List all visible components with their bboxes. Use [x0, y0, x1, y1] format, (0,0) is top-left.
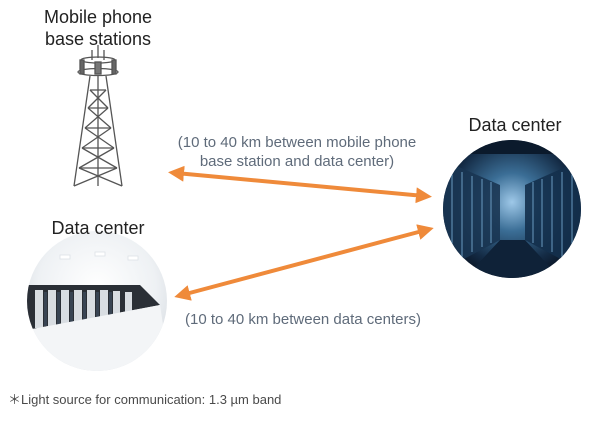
- distance-note-top-line2: base station and data center): [152, 152, 442, 171]
- data-center-right-label: Data center: [445, 114, 585, 136]
- base-station-label: Mobile phone base stations: [18, 6, 178, 50]
- base-station-label-line1: Mobile phone: [18, 6, 178, 28]
- server-room-dark-image: [443, 140, 581, 278]
- server-room-light-image: [27, 231, 170, 371]
- arrow-basestation-datacenter: [176, 173, 424, 196]
- distance-note-bottom: (10 to 40 km between data centers): [158, 310, 448, 329]
- cell-tower-icon: [74, 45, 122, 186]
- base-station-label-line2: base stations: [18, 28, 178, 50]
- distance-note-top-line1: (10 to 40 km between mobile phone: [152, 133, 442, 152]
- data-center-left-label: Data center: [28, 217, 168, 239]
- arrow-datacenter-datacenter: [182, 230, 426, 295]
- footnote: ＊Light source for communication: 1.3 µm …: [8, 389, 281, 408]
- distance-note-top: (10 to 40 km between mobile phone base s…: [152, 133, 442, 171]
